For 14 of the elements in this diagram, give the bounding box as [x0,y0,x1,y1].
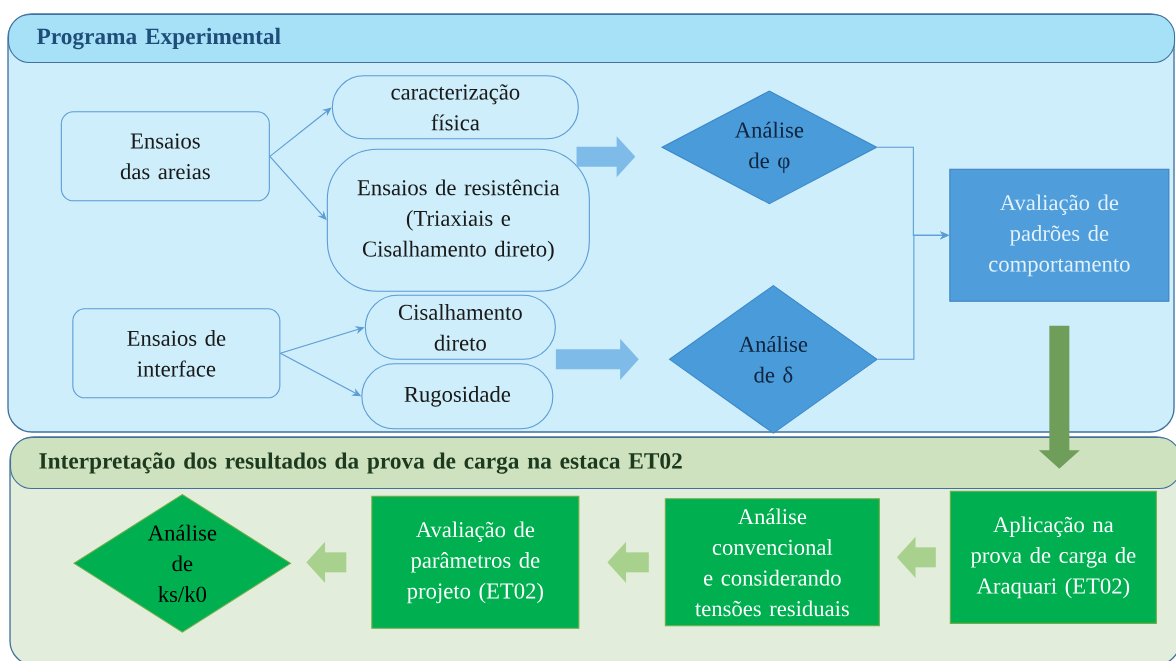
rounded-box: Rugosidade [361,363,554,430]
arrow [279,326,365,354]
rounded-box: Cisalhamento direto [364,294,556,360]
arrow [269,107,332,157]
process-box: Ensaios de interface [72,308,281,399]
process-box: Avaliação de parâmetros de projeto (ET02) [371,495,580,629]
section-header: Interpretação dos resultados da prova de carga na estaca ET02 [10,437,1176,490]
section-header: Programa Experimental [8,14,1176,64]
process-box: Avaliação de padrões de comportamento [949,168,1170,302]
process-box: Análise convencional e considerando tensões residuais [664,498,880,627]
process-box: Ensaios das areias [60,111,270,202]
process-box: Aplicação na prova de carga de Araquari (ET02) [949,490,1157,624]
rounded-box: Ensaios de resistência (Triaxiais e Cisalhamento direto) [326,148,590,292]
rounded-box: caracterização física [331,75,579,140]
